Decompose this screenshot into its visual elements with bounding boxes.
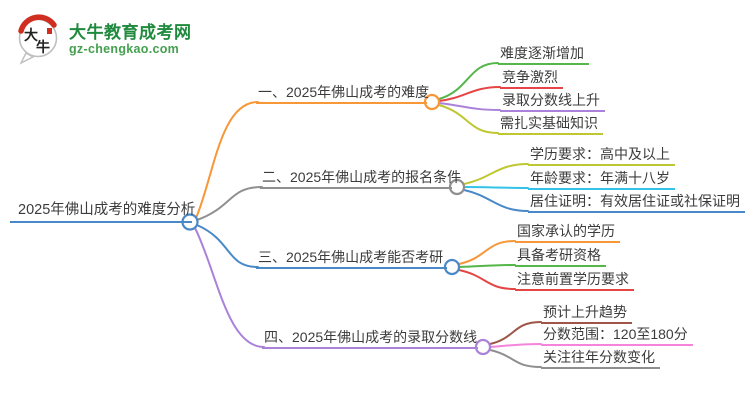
- speech-bubble-tail: [19, 52, 35, 65]
- branch-1-child-4-label: 需扎实基础知识: [498, 113, 603, 135]
- branch-4-child-1-label: 预计上升趋势: [541, 302, 632, 324]
- branch-4-label: 四、2025年佛山成考的录取分数线: [262, 327, 478, 349]
- branch-1-child-1-label: 难度逐渐增加: [498, 43, 589, 65]
- connector-b1-c3: [438, 102, 501, 111]
- connector-b1-c2: [438, 86, 501, 102]
- branch-2-child-2-label: 年龄要求：年满十八岁: [528, 168, 675, 190]
- branch4-node-circle: [474, 338, 492, 356]
- connector-b4-c3: [489, 349, 542, 368]
- branch3-node-circle: [443, 258, 461, 276]
- branch-2-label: 二、2025年佛山成考的报名条件: [260, 167, 461, 189]
- connector-b4-c1: [489, 321, 542, 345]
- branch-1-child-3-label: 录取分数线上升: [500, 90, 605, 112]
- red-seal-mark: [47, 28, 52, 34]
- site-logo[interactable]: 大 牛 大牛教育成考网 gz-chengkao.com: [14, 13, 192, 65]
- branch-1-child-2-label: 竞争激烈: [500, 67, 563, 89]
- connector-b4-c2: [489, 343, 542, 348]
- connector-b2-c2: [463, 186, 529, 189]
- bull-seal-icon: 大 牛: [18, 14, 58, 65]
- connector-b3-c2: [458, 264, 516, 268]
- icon-char-bottom: 牛: [36, 39, 50, 55]
- site-name: 大牛教育成考网: [69, 22, 192, 42]
- connector-root-branch3: [196, 224, 259, 268]
- branch-4-child-3-label: 关注往年分数变化: [541, 347, 660, 369]
- branch-1-label: 一、2025年佛山成考的难度: [256, 82, 429, 104]
- logo-text-block: 大牛教育成考网 gz-chengkao.com: [69, 23, 192, 56]
- mindmap-root-label: 2025年佛山成考的难度分析: [10, 199, 195, 223]
- connector-root-branch4: [194, 227, 265, 348]
- branch-4-child-2-label: 分数范围：120至180分: [541, 324, 693, 346]
- branch-3-child-3-label: 注意前置学历要求: [515, 269, 634, 291]
- connector-root-branch2: [196, 186, 263, 221]
- connector-b3-c3: [458, 269, 516, 290]
- connector-b1-c4: [438, 104, 499, 134]
- connector-b2-c1: [463, 163, 529, 185]
- icon-char-top: 大: [24, 27, 38, 43]
- red-cap-shape: [18, 14, 57, 34]
- branch-2-child-3-label: 居住证明：有效居住证或社保证明: [528, 191, 745, 213]
- branch-2-child-1-label: 学历要求：高中及以上: [528, 144, 675, 166]
- connector-b1-c1: [438, 62, 499, 100]
- connector-b2-c3: [463, 189, 529, 212]
- connector-b3-c1: [458, 240, 516, 265]
- branch-3-child-2-label: 具备考研资格: [515, 245, 606, 267]
- connector-root-branch1: [195, 101, 259, 219]
- branch-3-child-1-label: 国家承认的学历: [515, 221, 620, 243]
- branch-3-label: 三、2025年佛山成考能否考研: [256, 247, 447, 269]
- site-url: gz-chengkao.com: [69, 41, 180, 56]
